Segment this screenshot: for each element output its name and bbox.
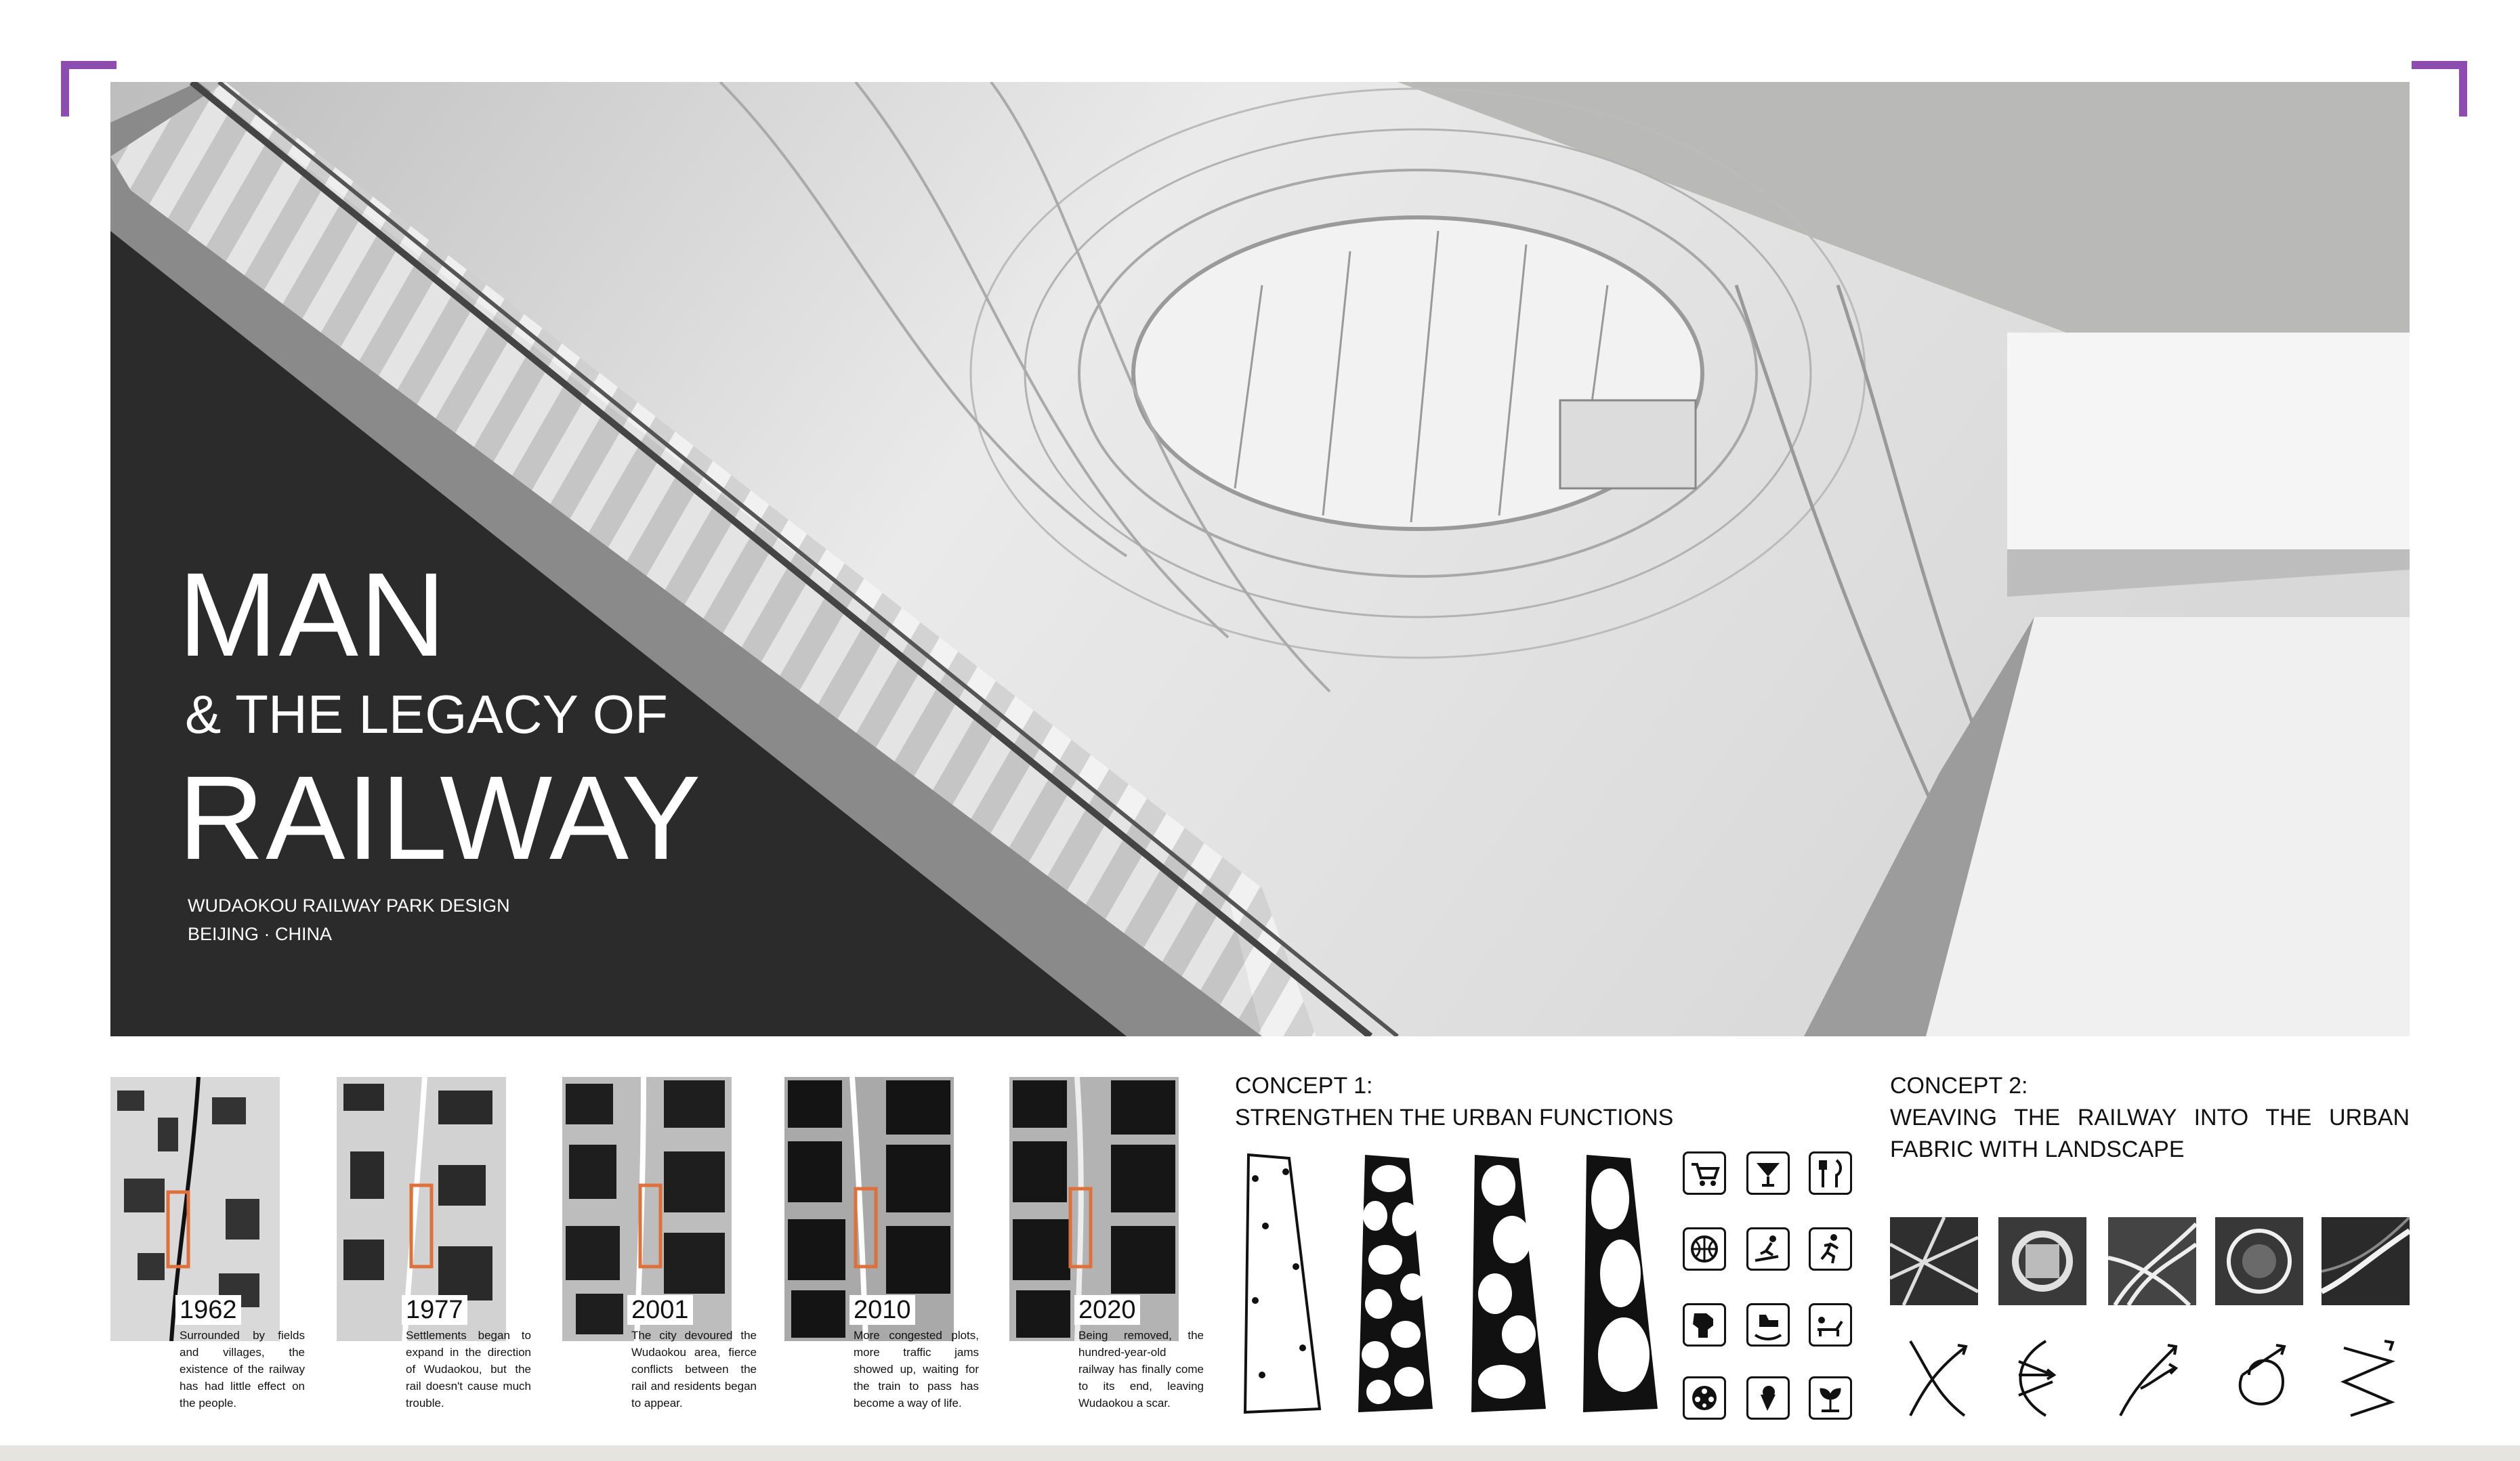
lounger-icon bbox=[1809, 1303, 1852, 1347]
frame-corner-top-left bbox=[61, 61, 117, 117]
landscape-photo-1 bbox=[1890, 1217, 1978, 1305]
running-person-icon bbox=[1809, 1227, 1852, 1271]
skateboard-icon bbox=[1746, 1227, 1790, 1271]
landscape-photo-3 bbox=[2108, 1217, 2196, 1305]
dog-icon bbox=[1683, 1303, 1726, 1347]
cocktail-icon bbox=[1746, 1151, 1790, 1195]
plan-diagram-cells-2 bbox=[1461, 1151, 1556, 1419]
zigzag-arrow-icon bbox=[2330, 1334, 2405, 1426]
fork-knife-icon bbox=[1809, 1151, 1852, 1195]
concept1-heading: STRENGTHEN THE URBAN FUNCTIONS bbox=[1235, 1105, 1674, 1130]
aerial-map-2001 bbox=[562, 1077, 732, 1341]
year-description: Being removed, the hundred-year-old rail… bbox=[1078, 1329, 1204, 1410]
concept2-heading-2: FABRIC WITH LANDSCAPE bbox=[1890, 1137, 2185, 1162]
landscape-photo-5 bbox=[2322, 1217, 2410, 1305]
ice-cream-icon bbox=[1746, 1376, 1790, 1420]
title-legacy: & THE LEGACY OF bbox=[185, 684, 668, 744]
year-description: More congested plots, more traffic jams … bbox=[854, 1329, 979, 1410]
cart-icon bbox=[1683, 1151, 1726, 1195]
plan-diagram-outline bbox=[1235, 1151, 1330, 1419]
year-label: 2020 bbox=[1074, 1295, 1140, 1325]
branch-arrow-icon bbox=[2114, 1334, 2188, 1426]
concept1-label: CONCEPT 1: bbox=[1235, 1073, 1373, 1099]
location-subtitle: BEIJING · CHINA bbox=[188, 924, 333, 944]
landscape-photo-4 bbox=[2215, 1217, 2303, 1305]
bottom-strip bbox=[0, 1445, 2520, 1461]
year-label: 2010 bbox=[849, 1295, 915, 1325]
split-arrow-icon bbox=[2005, 1334, 2080, 1426]
landscape-photo-2 bbox=[1998, 1217, 2086, 1305]
rocking-horse-icon bbox=[1746, 1303, 1790, 1347]
year-description: The city devoured the Wudaokou area, fie… bbox=[631, 1329, 757, 1410]
year-label: 1977 bbox=[402, 1295, 467, 1325]
diverge-arrow-icon bbox=[1897, 1334, 1971, 1426]
year-label: 1962 bbox=[175, 1295, 241, 1325]
basketball-icon bbox=[1683, 1227, 1726, 1271]
year-description: Settlements began to expand in the direc… bbox=[406, 1329, 531, 1410]
plan-diagram-cells-3 bbox=[1573, 1151, 1668, 1419]
concept2-label: CONCEPT 2: bbox=[1890, 1073, 2028, 1099]
project-subtitle: WUDAOKOU RAILWAY PARK DESIGN bbox=[188, 895, 510, 916]
sprout-icon bbox=[1809, 1376, 1852, 1420]
model-photo bbox=[110, 82, 2410, 1036]
plan-diagram-cells-1 bbox=[1348, 1151, 1443, 1419]
loop-arrow-icon bbox=[2222, 1334, 2296, 1426]
year-label: 2001 bbox=[627, 1295, 693, 1325]
film-reel-icon bbox=[1683, 1376, 1726, 1420]
year-description: Surrounded by fields and villages, the e… bbox=[180, 1329, 305, 1410]
title-man: MAN bbox=[178, 549, 448, 681]
concept2-heading: WEAVING THE RAILWAY INTO THE URBAN bbox=[1890, 1105, 2410, 1130]
title-railway: RAILWAY bbox=[178, 752, 702, 885]
frame-corner-top-right bbox=[2412, 61, 2467, 117]
aerial-map-2010 bbox=[784, 1077, 954, 1341]
